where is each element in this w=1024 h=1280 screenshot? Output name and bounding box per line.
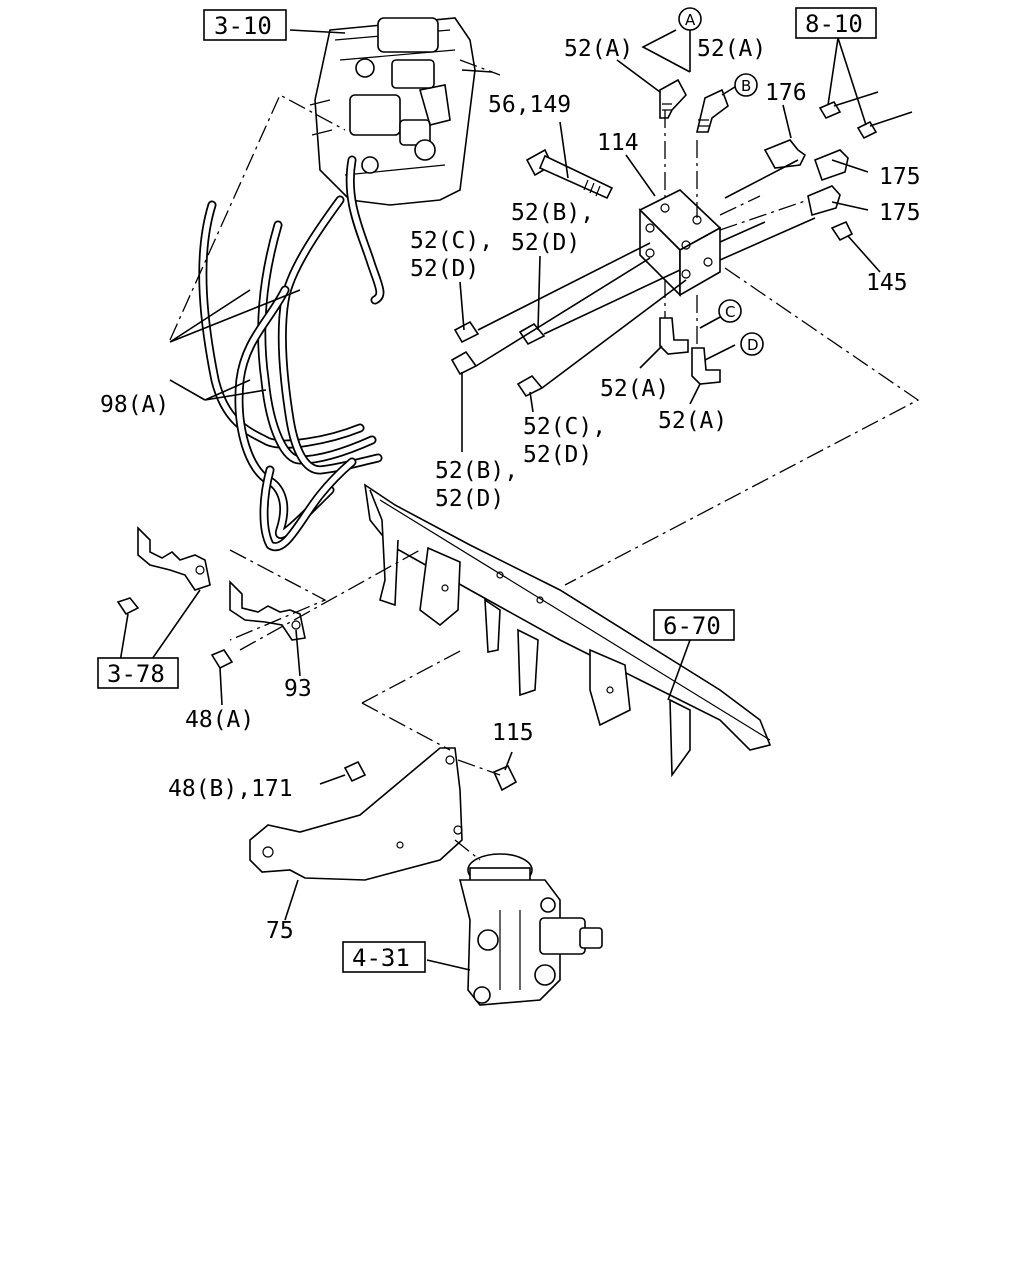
label-175-1: 175 (879, 164, 921, 190)
label-52a-2: 52(A) (697, 36, 766, 62)
label-145: 145 (866, 270, 908, 296)
label-52b-52d-top-1: 52(B), (511, 200, 594, 226)
ref-4-31-text: 4-31 (352, 944, 410, 972)
label-52a-1: 52(A) (564, 36, 633, 62)
upper-valve-assembly (309, 17, 493, 305)
part-labels: 52(A) 52(A) 56,149 176 114 175 175 145 5… (100, 36, 921, 944)
label-52b-52d-bot-1: 52(B), (435, 458, 518, 484)
label-52c-52d-mid-2: 52(D) (523, 442, 592, 468)
circle-marker-b: B (734, 73, 758, 97)
circle-marker-a: A (678, 7, 702, 31)
label-48b-171: 48(B),171 (168, 776, 293, 802)
elbow-fittings-lower (659, 317, 721, 385)
ref-3-10-text: 3-10 (214, 12, 272, 40)
elbow-fittings-top (659, 78, 729, 133)
label-114: 114 (597, 130, 639, 156)
label-75: 75 (266, 918, 294, 944)
circle-marker-b-text: B (741, 77, 751, 95)
label-52c-52d-left-1: 52(C), (410, 228, 493, 254)
label-52b-52d-bot-2: 52(D) (435, 486, 504, 512)
bracket-clips (116, 526, 306, 670)
injection-pump (458, 853, 603, 1006)
ref-3-78-text: 3-78 (107, 660, 165, 688)
fuel-lines (475, 159, 816, 389)
ref-box-4-31[interactable]: 4-31 (342, 941, 426, 973)
ref-box-8-10[interactable]: 8-10 (795, 7, 877, 39)
label-52c-52d-mid-1: 52(C), (523, 414, 606, 440)
label-52b-52d-top-2: 52(D) (511, 230, 580, 256)
circle-marker-a-text: A (685, 11, 696, 29)
label-52a-3: 52(A) (600, 376, 669, 402)
label-98a: 98(A) (100, 392, 169, 418)
leader-lines (119, 22, 920, 971)
ref-8-10-text: 8-10 (805, 10, 863, 38)
circle-marker-c: C (718, 299, 742, 323)
label-48a: 48(A) (185, 707, 254, 733)
frame-member (363, 483, 772, 778)
circle-marker-d: D (740, 332, 764, 356)
pump-bracket (249, 747, 518, 881)
circle-marker-c-text: C (725, 303, 735, 321)
label-93: 93 (284, 676, 312, 702)
label-52a-4: 52(A) (658, 408, 727, 434)
label-56-149: 56,149 (488, 92, 571, 118)
ref-box-3-10[interactable]: 3-10 (203, 9, 287, 41)
label-176: 176 (765, 80, 807, 106)
ref-box-3-78[interactable]: 3-78 (97, 657, 179, 689)
distribution-block (638, 189, 722, 297)
bolt-56-149 (525, 148, 614, 200)
pipe-bundle (198, 195, 383, 552)
label-115: 115 (492, 720, 534, 746)
label-52c-52d-left-2: 52(D) (410, 256, 479, 282)
label-175-2: 175 (879, 200, 921, 226)
circle-marker-d-text: D (747, 336, 759, 354)
ref-6-70-text: 6-70 (663, 612, 721, 640)
ref-box-6-70[interactable]: 6-70 (653, 609, 735, 641)
